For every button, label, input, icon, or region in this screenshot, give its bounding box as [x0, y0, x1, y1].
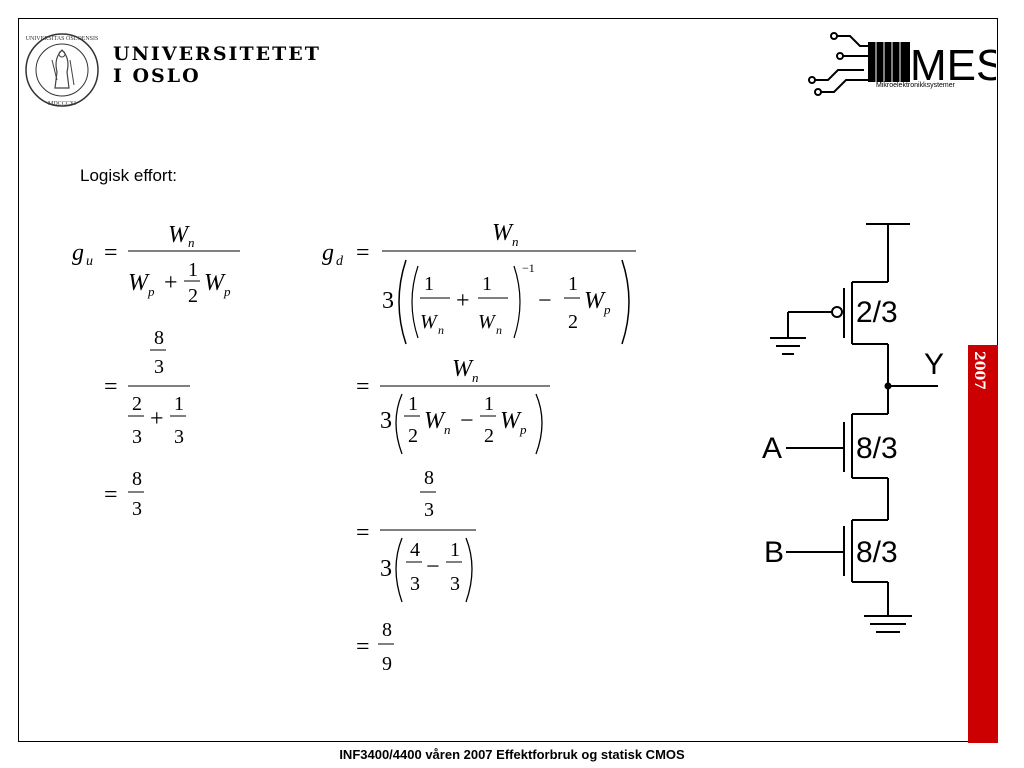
- output-y-label: Y: [924, 348, 944, 381]
- svg-text:−1: −1: [522, 261, 535, 275]
- svg-text:p: p: [603, 302, 611, 317]
- svg-text:3: 3: [424, 499, 434, 521]
- svg-text:W: W: [168, 222, 190, 248]
- svg-text:d: d: [336, 254, 344, 269]
- svg-text:MDCCCXI: MDCCCXI: [48, 101, 76, 107]
- svg-text:3: 3: [382, 288, 394, 314]
- university-name-line2: I OSLO: [113, 65, 201, 87]
- svg-text:W: W: [478, 311, 497, 333]
- svg-text:2: 2: [484, 425, 494, 447]
- svg-text:3: 3: [132, 426, 142, 448]
- svg-text:3: 3: [450, 573, 460, 595]
- svg-text:n: n: [472, 370, 479, 385]
- svg-text:g: g: [322, 240, 334, 266]
- svg-text:n: n: [512, 234, 519, 249]
- svg-text:1: 1: [408, 393, 418, 415]
- svg-text:1: 1: [484, 393, 494, 415]
- svg-text:1: 1: [568, 273, 578, 295]
- svg-text:p: p: [519, 422, 527, 437]
- svg-text:n: n: [438, 323, 444, 337]
- nor-gate-schematic: 2/3 8/3 8/3 Y A B: [762, 223, 944, 633]
- svg-text:1: 1: [450, 539, 460, 561]
- svg-text:−: −: [460, 408, 474, 434]
- svg-text:4: 4: [410, 539, 420, 561]
- svg-text:2: 2: [408, 425, 418, 447]
- pmos-size-label: 2/3: [856, 296, 898, 329]
- svg-text:2: 2: [188, 285, 198, 307]
- svg-text:p: p: [147, 284, 155, 299]
- nmos-b-size-label: 8/3: [856, 536, 898, 569]
- svg-text:9: 9: [382, 653, 392, 675]
- university-name-line1: UNIVERSITETET: [113, 43, 321, 65]
- svg-text:u: u: [86, 254, 93, 269]
- svg-text:8: 8: [382, 619, 392, 641]
- svg-text:W: W: [584, 288, 606, 314]
- university-seal-logo: UNIVERSITAS OSLOENSIS MDCCCXI: [25, 33, 99, 107]
- svg-text:W: W: [420, 311, 439, 333]
- svg-text:p: p: [223, 284, 231, 299]
- year-tab: 2007: [968, 345, 998, 743]
- svg-text:+: +: [150, 406, 164, 432]
- svg-text:=: =: [356, 520, 370, 546]
- section-title: Logisk effort:: [80, 166, 178, 185]
- footer-caption: INF3400/4400 våren 2007 Effektforbruk og…: [339, 747, 685, 762]
- svg-text:=: =: [356, 374, 370, 400]
- svg-text:W: W: [128, 270, 150, 296]
- svg-text:=: =: [104, 374, 118, 400]
- svg-text:n: n: [188, 235, 195, 250]
- svg-text:W: W: [492, 220, 514, 246]
- svg-text:W: W: [500, 408, 522, 434]
- svg-text:−: −: [538, 288, 552, 314]
- year-label: 2007: [971, 351, 987, 390]
- svg-text:2: 2: [568, 311, 578, 333]
- svg-text:=: =: [104, 240, 118, 266]
- svg-text:8: 8: [154, 327, 164, 349]
- mes-full-name: Mikroelektronikksystemer: [876, 82, 956, 89]
- svg-text:=: =: [104, 482, 118, 508]
- svg-text:g: g: [72, 240, 84, 266]
- svg-text:−: −: [426, 554, 440, 580]
- svg-text:W: W: [452, 356, 474, 382]
- svg-text:W: W: [204, 270, 226, 296]
- svg-text:8: 8: [424, 467, 434, 489]
- svg-text:n: n: [444, 422, 451, 437]
- svg-text:1: 1: [482, 273, 492, 295]
- svg-text:3: 3: [132, 498, 142, 520]
- nmos-a-size-label: 8/3: [856, 432, 898, 465]
- svg-text:3: 3: [380, 408, 392, 434]
- svg-text:+: +: [456, 288, 470, 314]
- mes-logo: MES Mikroelektronikksystemer: [808, 32, 996, 96]
- input-b-label: B: [764, 536, 784, 569]
- svg-text:8: 8: [132, 468, 142, 490]
- svg-text:2: 2: [132, 393, 142, 415]
- output-node-dot: [884, 382, 892, 390]
- university-name: UNIVERSITETET I OSLO: [113, 43, 321, 87]
- svg-text:=: =: [356, 634, 370, 660]
- svg-text:1: 1: [188, 259, 198, 281]
- svg-text:3: 3: [174, 426, 184, 448]
- svg-text:3: 3: [380, 556, 392, 582]
- mes-abbrev: MES: [910, 41, 996, 90]
- input-a-label: A: [762, 432, 782, 465]
- svg-text:1: 1: [424, 273, 434, 295]
- svg-text:+: +: [164, 270, 178, 296]
- svg-text:UNIVERSITAS OSLOENSIS: UNIVERSITAS OSLOENSIS: [26, 36, 99, 42]
- svg-text:=: =: [356, 240, 370, 266]
- svg-text:1: 1: [174, 393, 184, 415]
- svg-text:3: 3: [154, 356, 164, 378]
- svg-text:3: 3: [410, 573, 420, 595]
- svg-text:W: W: [424, 408, 446, 434]
- svg-text:n: n: [496, 323, 502, 337]
